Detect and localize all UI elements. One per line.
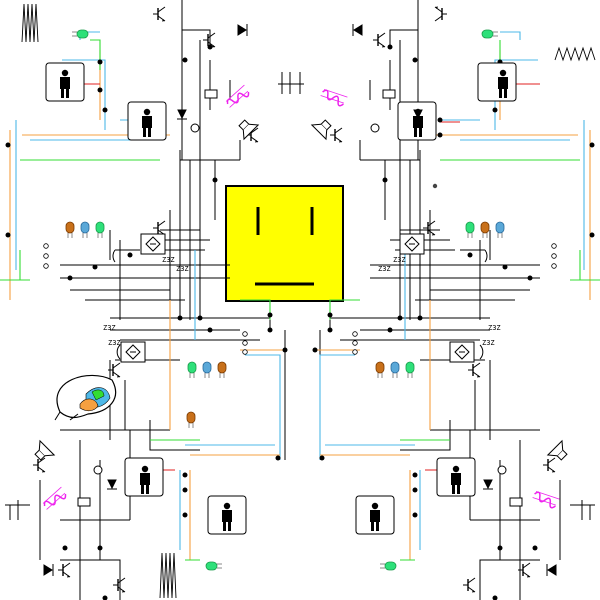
label-z8: Z3Z <box>482 339 495 347</box>
label-z1: Z3Z <box>162 256 175 264</box>
wiring-orange <box>9 50 591 560</box>
label-z3: Z3Z <box>393 256 406 264</box>
label-z4: Z3Z <box>378 265 391 273</box>
scribble-icon <box>21 3 596 599</box>
bridge-rectifier-icon <box>112 233 488 363</box>
person-icon <box>45 62 517 535</box>
terminals <box>43 243 557 355</box>
face-icon <box>225 185 344 302</box>
label-z6: Z3Z <box>108 339 121 347</box>
label-z7: Z3Z <box>488 324 501 332</box>
diode-icon <box>43 24 557 576</box>
wiring-green <box>0 39 600 561</box>
component-labels: Z3Z Z3Z Z3Z Z3Z Z3Z Z3Z Z3Z Z3Z <box>103 256 501 347</box>
junction-dots <box>5 44 595 600</box>
shell-icon <box>54 374 117 421</box>
label-z5: Z3Z <box>103 324 116 332</box>
label-z2: Z3Z <box>176 265 189 273</box>
